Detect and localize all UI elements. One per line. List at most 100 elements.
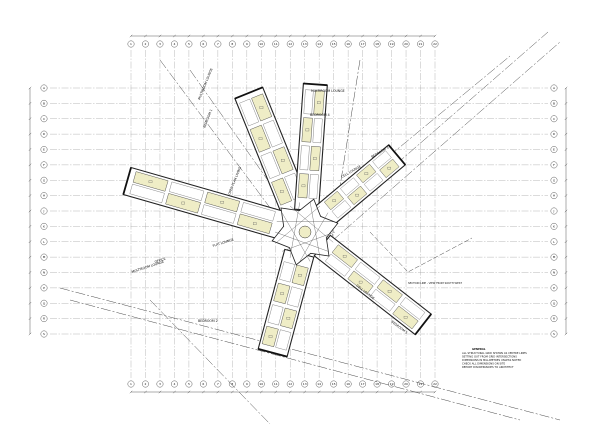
grid-bubble-label: 14 (317, 382, 321, 386)
legend-line: DIMENSIONS IN MILLIMETRES UNLESS NOTED (462, 358, 521, 362)
wing-west (122, 166, 289, 241)
grid-bubble-label: M (43, 255, 46, 259)
dimension-tick (564, 194, 568, 197)
dimension-tick (28, 148, 32, 151)
dimension-tick (28, 301, 32, 305)
grid-bubble (431, 40, 439, 48)
grid-bubble-label: 16 (346, 382, 350, 386)
grid-bubble (550, 161, 558, 169)
wing-southwest (257, 248, 315, 358)
grid-bubble (301, 40, 309, 48)
dimension-tick (564, 102, 568, 105)
grid-bubble (550, 330, 558, 338)
dimension-tick (390, 34, 393, 38)
room-fill (272, 146, 294, 175)
grid-bubble-label: 1 (130, 382, 132, 386)
dimension-tick (346, 390, 350, 394)
drawing-notes: SECTION LINE - VIEW FROM SOUTH WEST GENE… (408, 281, 527, 369)
dimension-tick (187, 390, 191, 394)
dimension-tick (173, 34, 176, 38)
grid-bubble-label: 5 (188, 42, 190, 46)
room-white (369, 288, 396, 312)
grid-bubble-label: G (43, 178, 46, 182)
dimension-tick (564, 240, 568, 244)
legend-line: ALL STRUCTURAL GRID SHOWN AS CENTRE LINE… (462, 351, 527, 355)
grid-bubble (40, 315, 48, 323)
dimension-tick (375, 390, 379, 394)
end-wall (234, 86, 264, 100)
grid-bubble-label: N (553, 271, 555, 275)
furniture (268, 335, 273, 338)
room-white (303, 89, 314, 115)
end-wall (257, 347, 288, 358)
grid-bubble-label: N (43, 271, 45, 275)
dimension-tick (230, 390, 234, 394)
grid-bubble (550, 146, 558, 153)
grid-bubble (228, 380, 236, 388)
end-wall (414, 313, 432, 336)
grid-bubble (199, 380, 207, 388)
dimension-tick (274, 390, 278, 394)
diagonal-section-lines (59, 31, 561, 424)
dimension-tick (303, 390, 307, 394)
grid-bubble-label: J (553, 209, 555, 213)
dimension-tick (433, 34, 437, 38)
grid-bubble (40, 161, 48, 169)
dimension-tick (317, 34, 321, 38)
grid-bubble (550, 222, 558, 230)
dimension-tick (28, 271, 32, 274)
section-arc (369, 231, 473, 273)
grid-bubble (301, 380, 309, 388)
dimension-tick (259, 34, 263, 38)
furniture (281, 159, 285, 162)
grid-bubble (156, 40, 164, 48)
legend-line: CHECK ALL DIMENSIONS ON SITE (462, 362, 505, 366)
grid-bubble-label: 18 (375, 382, 379, 386)
grid-bubble (373, 40, 381, 48)
room-white (331, 200, 352, 219)
dimension-tick (361, 390, 364, 394)
room-fill (347, 185, 368, 206)
furniture (220, 201, 224, 204)
grid-bubble (550, 299, 558, 307)
grid-bubble (40, 115, 48, 123)
grid-bubble (199, 40, 207, 48)
grid-bubble-label: R (43, 317, 45, 321)
grid-bubble-label: 17 (361, 42, 365, 46)
grid-bubble-label: 15 (332, 42, 336, 46)
room-fill (313, 90, 325, 116)
grid-bubble-label: S (43, 332, 45, 336)
grid-bubble-label: P (43, 286, 45, 290)
room-fill (347, 270, 374, 295)
grid-bubble (550, 99, 558, 107)
grid-bubble (272, 40, 280, 48)
dimension-tick (144, 390, 147, 394)
grid-bubble-label: 10 (259, 42, 263, 46)
core-web-line (274, 231, 329, 252)
dimension-tick (28, 194, 32, 197)
grid-bubble (550, 315, 558, 323)
grid-bubble-label: 21 (419, 382, 423, 386)
grid-bubble-label: 12 (288, 42, 292, 46)
dimension-tick (375, 34, 379, 38)
grid-bubble (388, 40, 395, 48)
room-fill (379, 158, 400, 179)
room-white (279, 261, 296, 283)
grid-bubble (127, 380, 135, 388)
dimension-tick (288, 390, 292, 394)
dimension-tick (245, 34, 249, 38)
room-white (299, 145, 310, 171)
grid-bubble-label: B (553, 101, 555, 105)
grid-bubble-label: 6 (202, 42, 204, 46)
dimension-tick (158, 390, 162, 394)
dimension-tick (230, 34, 234, 38)
grid-bubble-label: 13 (303, 382, 307, 386)
room-fill (280, 307, 298, 329)
dimension-tick (28, 332, 32, 336)
grid-bubble (373, 380, 381, 388)
grid-bubble (344, 40, 352, 48)
furniture (387, 290, 392, 293)
grid-bubble-label: J (43, 209, 45, 213)
grid-bubble-label: 8 (231, 42, 233, 46)
dimension-tick (564, 148, 568, 151)
